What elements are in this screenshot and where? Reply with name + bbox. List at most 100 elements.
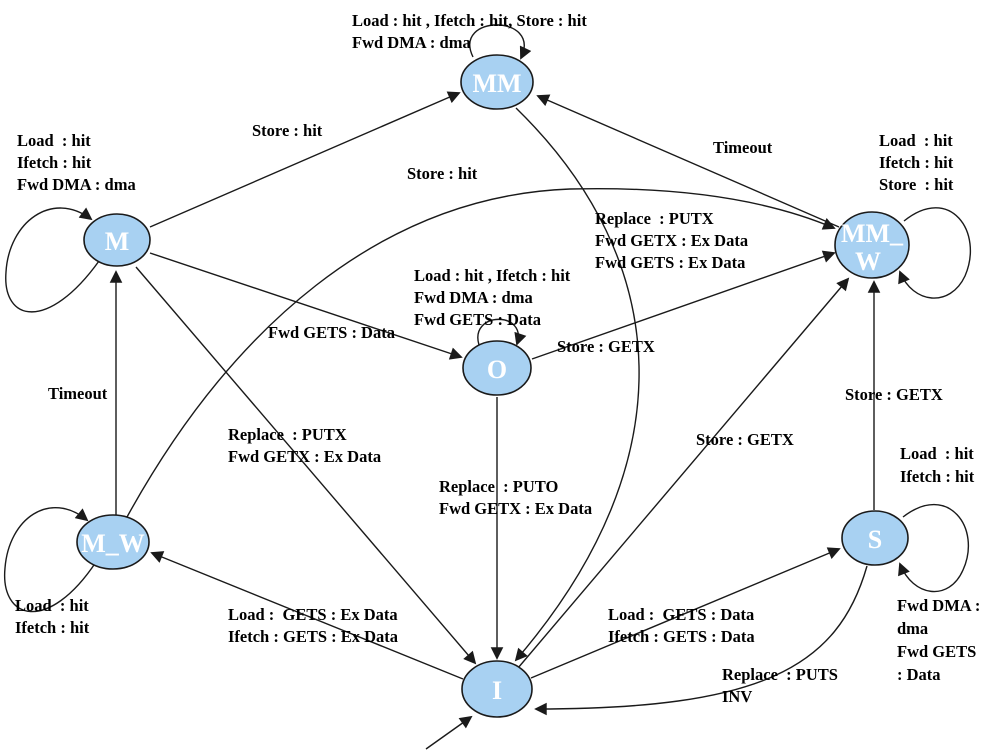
edge-label-i-to-s: Load : GETS : Data Ifetch : GETS : Data xyxy=(608,605,755,646)
edge-label-s-to-mm-w: Store : GETX xyxy=(845,385,943,404)
edge-label-line: Fwd GETX : Ex Data xyxy=(595,231,748,250)
edge-label-line: Store : hit xyxy=(879,175,954,194)
edge-label-line: : Data xyxy=(897,665,941,684)
edge-i-to-s xyxy=(530,547,841,679)
edge-label-line: Store : GETX xyxy=(696,430,794,449)
edge-s-to-i xyxy=(534,565,868,716)
state-label-m: M xyxy=(105,227,130,256)
edge-label-line: Fwd GETS : Data xyxy=(268,323,395,342)
state-ellipse-s xyxy=(841,510,909,566)
edge-label-line: Ifetch : hit xyxy=(15,618,90,637)
self-loop-o xyxy=(477,318,527,346)
self-loop-m-w xyxy=(4,507,97,613)
edge-label-line: Load : hit xyxy=(900,444,974,463)
state-label-m-w: M_W xyxy=(81,529,145,558)
edge-label-line: dma xyxy=(897,619,928,638)
edge-label-line: INV xyxy=(722,687,752,706)
self-loop-s xyxy=(898,503,969,593)
edge-label-line: Replace : PUTX xyxy=(228,425,347,444)
state-ellipse-mm xyxy=(460,54,534,110)
edge-label-line: Fwd GETS : Ex Data xyxy=(595,253,745,272)
edge-label-line: Store : hit xyxy=(407,164,478,183)
edge-label-line: Timeout xyxy=(48,384,108,403)
self-loop-mm-w xyxy=(898,207,971,299)
edge-label-m-self: Load : hit Ifetch : hit Fwd DMA : dma xyxy=(17,131,136,194)
edge-label-m-w-self: Load : hit Ifetch : hit xyxy=(15,596,90,637)
edge-o-to-mm-w xyxy=(531,250,836,360)
edge-label-line: Store : GETX xyxy=(557,337,655,356)
edge-label-line: Replace : PUTO xyxy=(439,477,558,496)
edge-m-to-i xyxy=(135,266,477,665)
edge-label-line: Fwd DMA : dma xyxy=(414,288,533,307)
edge-label-i-to-m-w: Load : GETS : Ex Data Ifetch : GETS : Ex… xyxy=(228,605,398,646)
state-node-mm-w: MM_ W xyxy=(834,211,910,279)
state-ellipse-i xyxy=(461,660,533,718)
edge-label-line: Fwd GETS : Data xyxy=(414,310,541,329)
edge-label-o-self: Load : hit , Ifetch : hit Fwd DMA : dma … xyxy=(414,266,571,329)
edge-i-to-mm-w xyxy=(517,277,850,669)
state-label-o: O xyxy=(487,355,507,384)
edge-label-o-to-mm-w: Store : GETX xyxy=(557,337,655,356)
edge-label-line: Ifetch : hit xyxy=(879,153,954,172)
self-loop-mm xyxy=(469,24,532,60)
edge-label-m-w-to-mm-w: Store : hit xyxy=(407,164,478,183)
edge-label-mm-w-to-mm: Timeout xyxy=(713,138,773,157)
state-node-m: M xyxy=(83,213,151,267)
edge-label-line: Fwd GETX : Ex Data xyxy=(439,499,592,518)
state-node-s: S xyxy=(841,510,909,566)
edge-label-line: Replace : PUTX xyxy=(595,209,714,228)
edge-label-line: Load : hit , Ifetch : hit, Store : hit xyxy=(352,11,587,30)
edge-label-o-to-i: Replace : PUTO Fwd GETX : Ex Data xyxy=(439,477,592,518)
state-ellipse-o xyxy=(462,340,532,396)
edge-label-m-to-o: Fwd GETS : Data xyxy=(268,323,395,342)
edge-label-s-self-bottom: Fwd DMA : dma Fwd GETS : Data xyxy=(897,596,980,684)
edge-label-line: Ifetch : hit xyxy=(17,153,92,172)
edge-label-line: Fwd GETX : Ex Data xyxy=(228,447,381,466)
edge-m-to-mm xyxy=(149,91,461,228)
edge-label-mm-w-self: Load : hit Ifetch : hit Store : hit xyxy=(879,131,954,194)
edge-label-line: Load : hit xyxy=(15,596,89,615)
edge-label-line: Store : hit xyxy=(252,121,323,140)
state-ellipse-m xyxy=(83,213,151,267)
edge-label-line: Replace : PUTS xyxy=(722,665,838,684)
edge-label-line: Load : GETS : Ex Data xyxy=(228,605,398,624)
edge-label-line: Load : GETS : Data xyxy=(608,605,754,624)
state-node-m-w: M_W xyxy=(76,514,150,570)
edge-label-m-to-i: Replace : PUTX Fwd GETX : Ex Data xyxy=(228,425,381,466)
edge-label-line: Fwd DMA : dma xyxy=(352,33,471,52)
state-node-o: O xyxy=(462,340,532,396)
edge-label-line: Load : hit xyxy=(17,131,91,150)
edge-label-line: Ifetch : GETS : Data xyxy=(608,627,755,646)
edge-label-s-self-top: Load : hit Ifetch : hit xyxy=(900,444,975,486)
edge-label-i-to-mm-w: Store : GETX xyxy=(696,430,794,449)
edge-label-line: Load : hit xyxy=(879,131,953,150)
edge-label-line: Fwd DMA : xyxy=(897,596,980,615)
edge-mm-to-i xyxy=(514,107,640,662)
self-loop-m xyxy=(5,207,100,313)
edge-label-line: Ifetch : hit xyxy=(900,467,975,486)
edge-label-line: Fwd GETS xyxy=(897,642,976,661)
state-label-mm-w-line2: W xyxy=(855,247,881,276)
state-node-i: I xyxy=(461,660,533,718)
edge-i-to-m-w xyxy=(150,551,464,680)
state-label-mm-w-line1: MM_ xyxy=(841,219,904,248)
state-label-s: S xyxy=(868,525,882,554)
state-node-mm: MM xyxy=(460,54,534,110)
edge-label-mm-self: Load : hit , Ifetch : hit, Store : hit F… xyxy=(352,11,587,52)
edge-label-mm-to-i: Replace : PUTX Fwd GETX : Ex Data Fwd GE… xyxy=(595,209,748,272)
edge-label-m-to-mm: Store : hit xyxy=(252,121,323,140)
edge-label-s-to-i: Replace : PUTS INV xyxy=(722,665,838,706)
state-label-mm: MM xyxy=(472,69,521,98)
edge-entry-to-i xyxy=(425,715,473,750)
edge-label-line: Fwd DMA : dma xyxy=(17,175,136,194)
edge-label-line: Store : GETX xyxy=(845,385,943,404)
state-ellipse-mm-w xyxy=(834,211,910,279)
edge-label-m-w-to-m: Timeout xyxy=(48,384,108,403)
edge-m-w-to-mm-w xyxy=(126,187,836,518)
edge-m-to-o xyxy=(149,252,463,360)
edge-mm-w-to-mm xyxy=(536,94,840,228)
edge-label-line: Timeout xyxy=(713,138,773,157)
state-label-i: I xyxy=(492,676,502,705)
